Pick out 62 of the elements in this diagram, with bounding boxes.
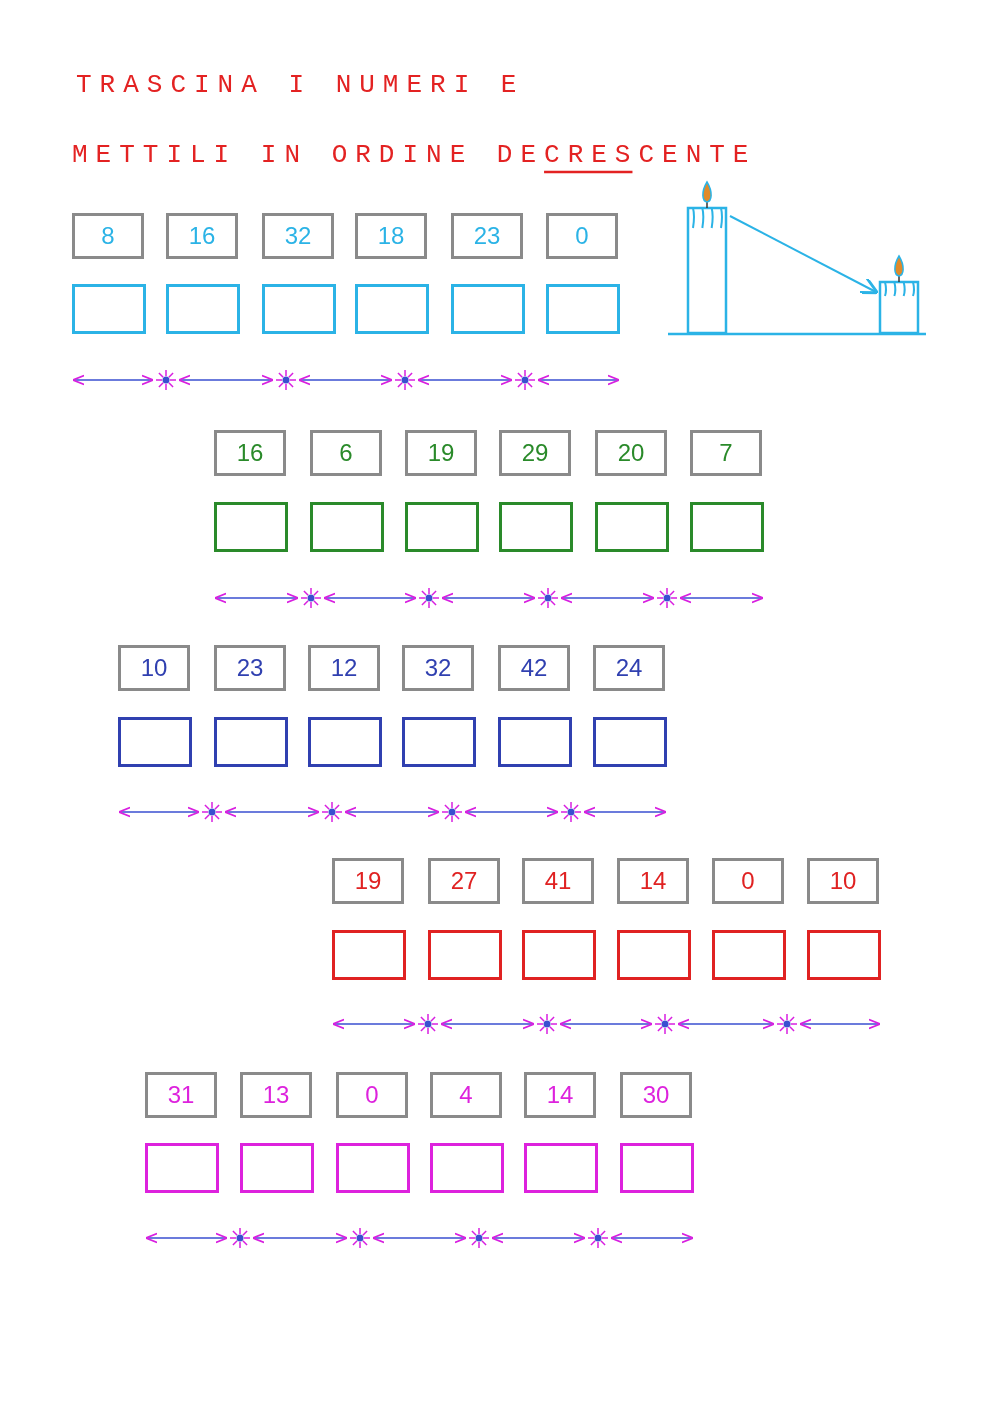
answer-box: [240, 1143, 314, 1193]
title: TRASCINA I NUMERI E: [76, 70, 525, 100]
number-tile: 16: [214, 430, 286, 476]
number-tile: 4: [430, 1072, 502, 1118]
answer-box: [522, 930, 596, 980]
number-tile: 0: [336, 1072, 408, 1118]
number-tile: 30: [620, 1072, 692, 1118]
number-tile: 10: [807, 858, 879, 904]
answer-box: [166, 284, 240, 334]
answer-box: [355, 284, 429, 334]
answer-box: [524, 1143, 598, 1193]
answer-box: [308, 717, 382, 767]
number-tile: 24: [593, 645, 665, 691]
number-tile: 23: [451, 213, 523, 259]
number-tile: 29: [499, 430, 571, 476]
number-tile: 10: [118, 645, 190, 691]
answer-box: [620, 1143, 694, 1193]
number-tile: 23: [214, 645, 286, 691]
number-tile: 13: [240, 1072, 312, 1118]
answer-box: [498, 717, 572, 767]
number-tile: 14: [524, 1072, 596, 1118]
number-tile: 18: [355, 213, 427, 259]
number-tile: 20: [595, 430, 667, 476]
answer-box: [310, 502, 384, 552]
number-tile: 32: [402, 645, 474, 691]
number-tile: 42: [498, 645, 570, 691]
answer-box: [214, 502, 288, 552]
number-tile: 14: [617, 858, 689, 904]
answer-box: [72, 284, 146, 334]
number-tile: 12: [308, 645, 380, 691]
number-tile: 41: [522, 858, 594, 904]
answer-box: [262, 284, 336, 334]
number-tile: 7: [690, 430, 762, 476]
answer-box: [402, 717, 476, 767]
answer-box: [336, 1143, 410, 1193]
number-tile: 32: [262, 213, 334, 259]
number-tile: 6: [310, 430, 382, 476]
answer-box: [118, 717, 192, 767]
answer-box: [690, 502, 764, 552]
number-tile: 16: [166, 213, 238, 259]
answer-box: [451, 284, 525, 334]
answer-box: [546, 284, 620, 334]
answer-box: [617, 930, 691, 980]
answer-box: [145, 1143, 219, 1193]
answer-box: [405, 502, 479, 552]
instruction-text: METTILI IN ORDINE DECRESCENTE: [72, 140, 757, 170]
number-tile: 31: [145, 1072, 217, 1118]
answer-box: [332, 930, 406, 980]
number-tile: 19: [332, 858, 404, 904]
answer-box: [430, 1143, 504, 1193]
answer-box: [712, 930, 786, 980]
answer-box: [428, 930, 502, 980]
number-tile: 8: [72, 213, 144, 259]
answer-box: [807, 930, 881, 980]
number-tile: 19: [405, 430, 477, 476]
answer-box: [214, 717, 288, 767]
answer-box: [595, 502, 669, 552]
answer-box: [499, 502, 573, 552]
number-tile: 0: [546, 213, 618, 259]
number-tile: 0: [712, 858, 784, 904]
number-tile: 27: [428, 858, 500, 904]
answer-box: [593, 717, 667, 767]
